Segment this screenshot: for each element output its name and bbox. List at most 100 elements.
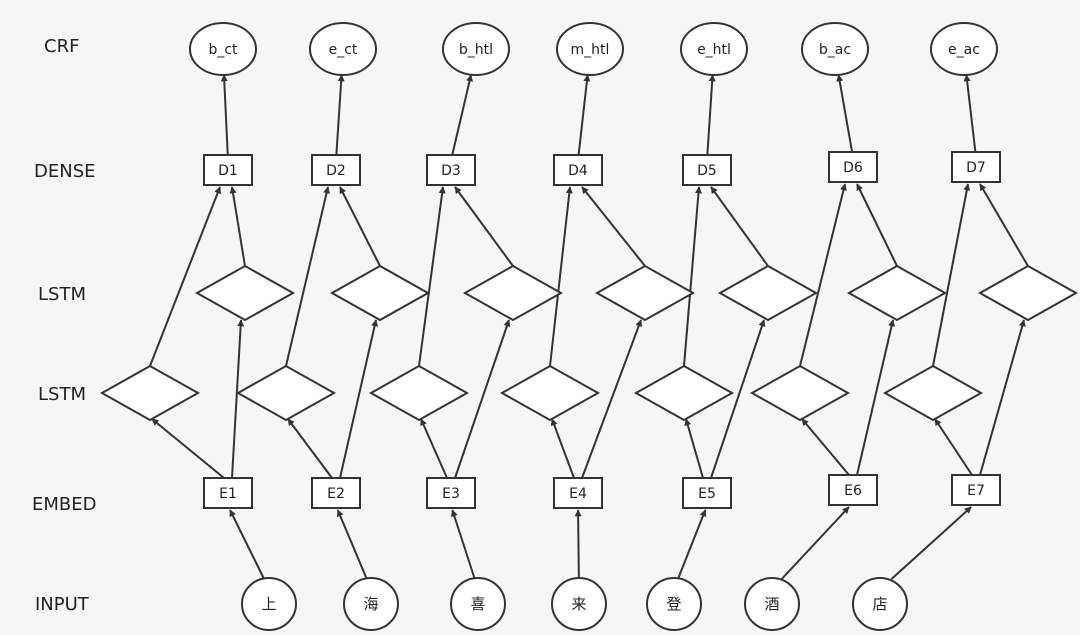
edge-lstm-bottom-to-dense (799, 183, 847, 367)
edge-lstm-bottom-to-dense (932, 183, 971, 367)
edge-embed-to-lstm-bottom (151, 418, 225, 479)
edge-lstm-top-to-dense (229, 186, 246, 267)
input-node (744, 577, 800, 631)
dense-node (426, 154, 476, 186)
edge-lstm-top-to-dense (454, 186, 514, 267)
dense-node-label: D1 (218, 163, 238, 179)
edge-lstm-top-to-dense (710, 186, 769, 267)
edge-dense-to-crf (451, 74, 473, 156)
dense-node-label: D7 (966, 160, 986, 176)
lstm-top-node (717, 264, 819, 322)
lstm-bottom-node (882, 364, 984, 422)
lstm-bottom-node (368, 364, 470, 422)
edge-lstm-bottom-to-dense (418, 186, 446, 367)
edge-embed-to-lstm-top (710, 319, 766, 479)
edges-layer (149, 74, 1029, 580)
embed-node-label: E3 (442, 486, 460, 502)
lstm-top-node (846, 264, 948, 322)
edge-embed-to-lstm-top (231, 319, 245, 479)
edge-lstm-top-to-dense (856, 183, 898, 267)
edge-dense-to-crf (836, 74, 854, 153)
edge-embed-to-lstm-bottom (287, 418, 333, 479)
crf-node-label: e_htl (697, 42, 731, 58)
edge-input-to-embed (336, 509, 368, 580)
lstm-top-node (194, 264, 296, 322)
edge-dense-to-crf (220, 74, 229, 156)
lstm-bottom-node (499, 364, 601, 422)
embed-node-label: E5 (698, 486, 716, 502)
edge-lstm-bottom-to-dense (285, 186, 330, 367)
embed-node-label: E2 (327, 486, 345, 502)
dense-node (828, 151, 878, 183)
dense-node (951, 151, 1001, 183)
edge-embed-to-lstm-top (979, 319, 1026, 476)
lstm-bottom-node (633, 364, 735, 422)
crf-node (442, 22, 510, 76)
dense-node-label: D3 (441, 163, 461, 179)
dense-node (203, 154, 253, 186)
edge-embed-to-lstm-top (339, 319, 379, 479)
input-node-label: 喜 (470, 595, 485, 613)
row-label-crf: CRF (44, 36, 79, 57)
crf-node (556, 22, 624, 76)
input-node-label: 上 (261, 595, 276, 613)
lstm-top-node (977, 264, 1079, 322)
edge-embed-to-lstm-bottom (420, 418, 448, 479)
input-node-label: 海 (363, 595, 378, 613)
embed-node-label: E7 (967, 483, 985, 499)
edge-input-to-embed (780, 506, 850, 580)
edge-lstm-bottom-to-dense (683, 186, 702, 367)
row-label-dense: DENSE (34, 161, 96, 182)
crf-node (680, 22, 748, 76)
dense-node (682, 154, 732, 186)
embed-node (682, 477, 732, 509)
edge-input-to-embed (890, 506, 972, 580)
dense-node-label: D6 (843, 160, 863, 176)
lstm-bottom-node (749, 364, 851, 422)
crf-node-label: e_ct (329, 42, 358, 58)
nodes-layer: b_ctD1E1上e_ctD2E2海b_htlD3E3喜m_htlD4E4来e_… (99, 22, 1079, 631)
edge-dense-to-crf (963, 74, 977, 153)
edge-embed-to-lstm-bottom (550, 418, 575, 479)
row-label-embed: EMBED (32, 494, 97, 515)
edge-input-to-embed (574, 509, 582, 580)
edge-lstm-bottom-to-dense (549, 186, 573, 367)
embed-node (426, 477, 476, 509)
crf-node-label: m_htl (571, 42, 610, 58)
row-label-lstm-bottom: LSTM (38, 384, 86, 405)
lstm-bottom-node (99, 364, 201, 422)
embed-node (311, 477, 361, 509)
edge-embed-to-lstm-bottom (934, 418, 973, 476)
input-node-label: 登 (666, 595, 681, 613)
edge-dense-to-crf (706, 74, 716, 156)
input-node-label: 来 (571, 595, 586, 613)
edge-dense-to-crf (577, 74, 591, 156)
crf-node (930, 22, 998, 76)
input-node (852, 577, 908, 631)
dense-node (553, 154, 603, 186)
edge-embed-to-lstm-top (856, 319, 895, 476)
input-node (241, 577, 297, 631)
input-node (343, 577, 399, 631)
input-node-label: 店 (872, 595, 887, 613)
embed-node (828, 474, 878, 506)
crf-node-label: b_htl (459, 42, 493, 58)
edge-lstm-top-to-dense (581, 186, 646, 267)
crf-node (189, 22, 257, 76)
embed-node (203, 477, 253, 509)
crf-node-label: b_ct (208, 42, 238, 58)
embed-node-label: E4 (569, 486, 587, 502)
lstm-top-node (462, 264, 564, 322)
edge-lstm-bottom-to-dense (149, 186, 221, 367)
edge-lstm-top-to-dense (339, 186, 381, 267)
dense-node-label: D2 (326, 163, 346, 179)
input-node-label: 酒 (764, 595, 779, 613)
edge-input-to-embed (229, 509, 265, 580)
dense-node-label: D5 (697, 163, 717, 179)
crf-node-label: b_ac (819, 42, 851, 58)
input-node (450, 577, 506, 631)
embed-node (553, 477, 603, 509)
row-label-input: INPUT (35, 594, 90, 615)
dense-node-label: D4 (568, 163, 588, 179)
